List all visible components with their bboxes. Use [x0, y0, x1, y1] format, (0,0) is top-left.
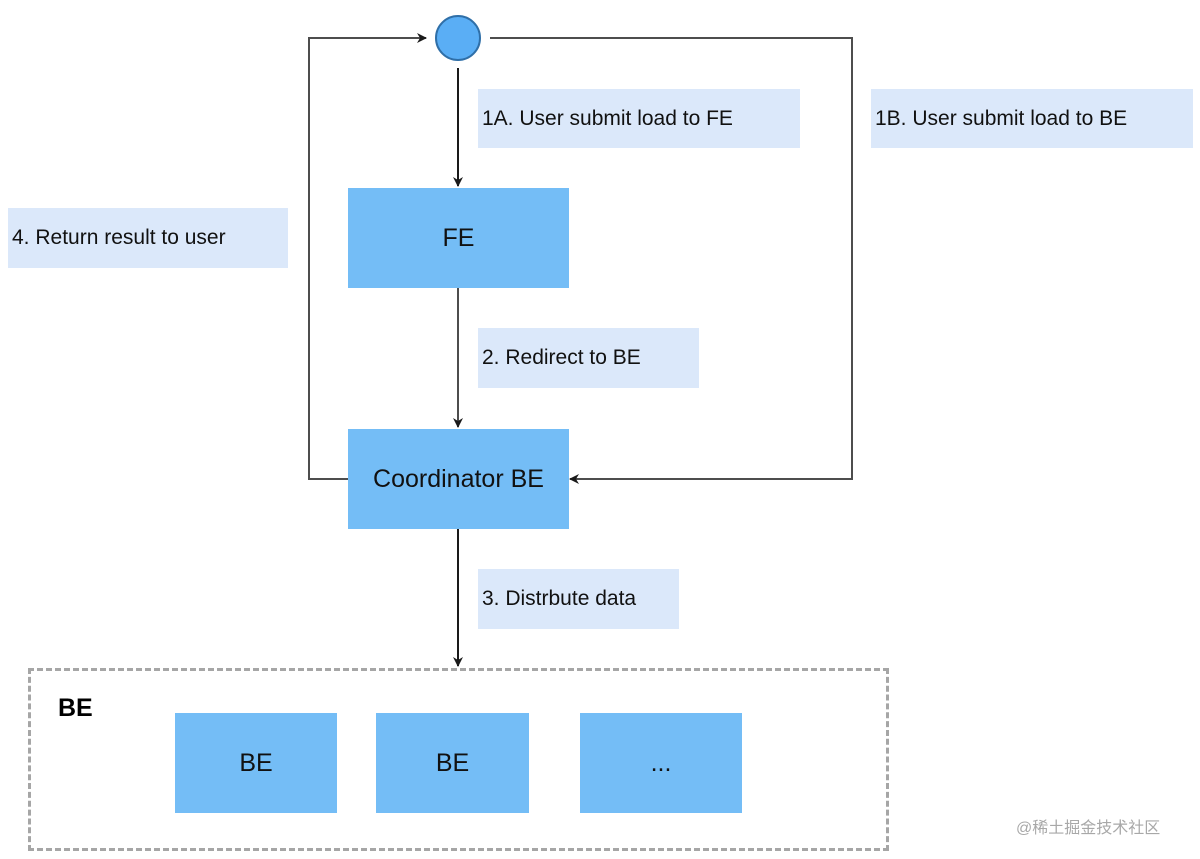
watermark-text: @稀土掘金技术社区 [1016, 820, 1161, 837]
label-step-2: 2. Redirect to BE [478, 328, 699, 388]
be-group-container [28, 668, 889, 851]
coordinator-be-node: Coordinator BE [348, 429, 569, 529]
label-step-3: 3. Distrbute data [478, 569, 679, 629]
be-node-2: BE [376, 713, 529, 813]
fe-node: FE [348, 188, 569, 288]
label-step-1b: 1B. User submit load to BE [871, 89, 1193, 148]
be-group-title: BE [58, 694, 93, 722]
arrow-user-to-coordinator [490, 37, 853, 484]
be-node-more: ... [580, 713, 742, 813]
arrow-coordinator-to-user [308, 33, 427, 480]
label-step-1a: 1A. User submit load to FE [478, 89, 800, 148]
user-circle [435, 15, 481, 61]
label-step-4: 4. Return result to user [8, 208, 288, 268]
be-node-1: BE [175, 713, 337, 813]
